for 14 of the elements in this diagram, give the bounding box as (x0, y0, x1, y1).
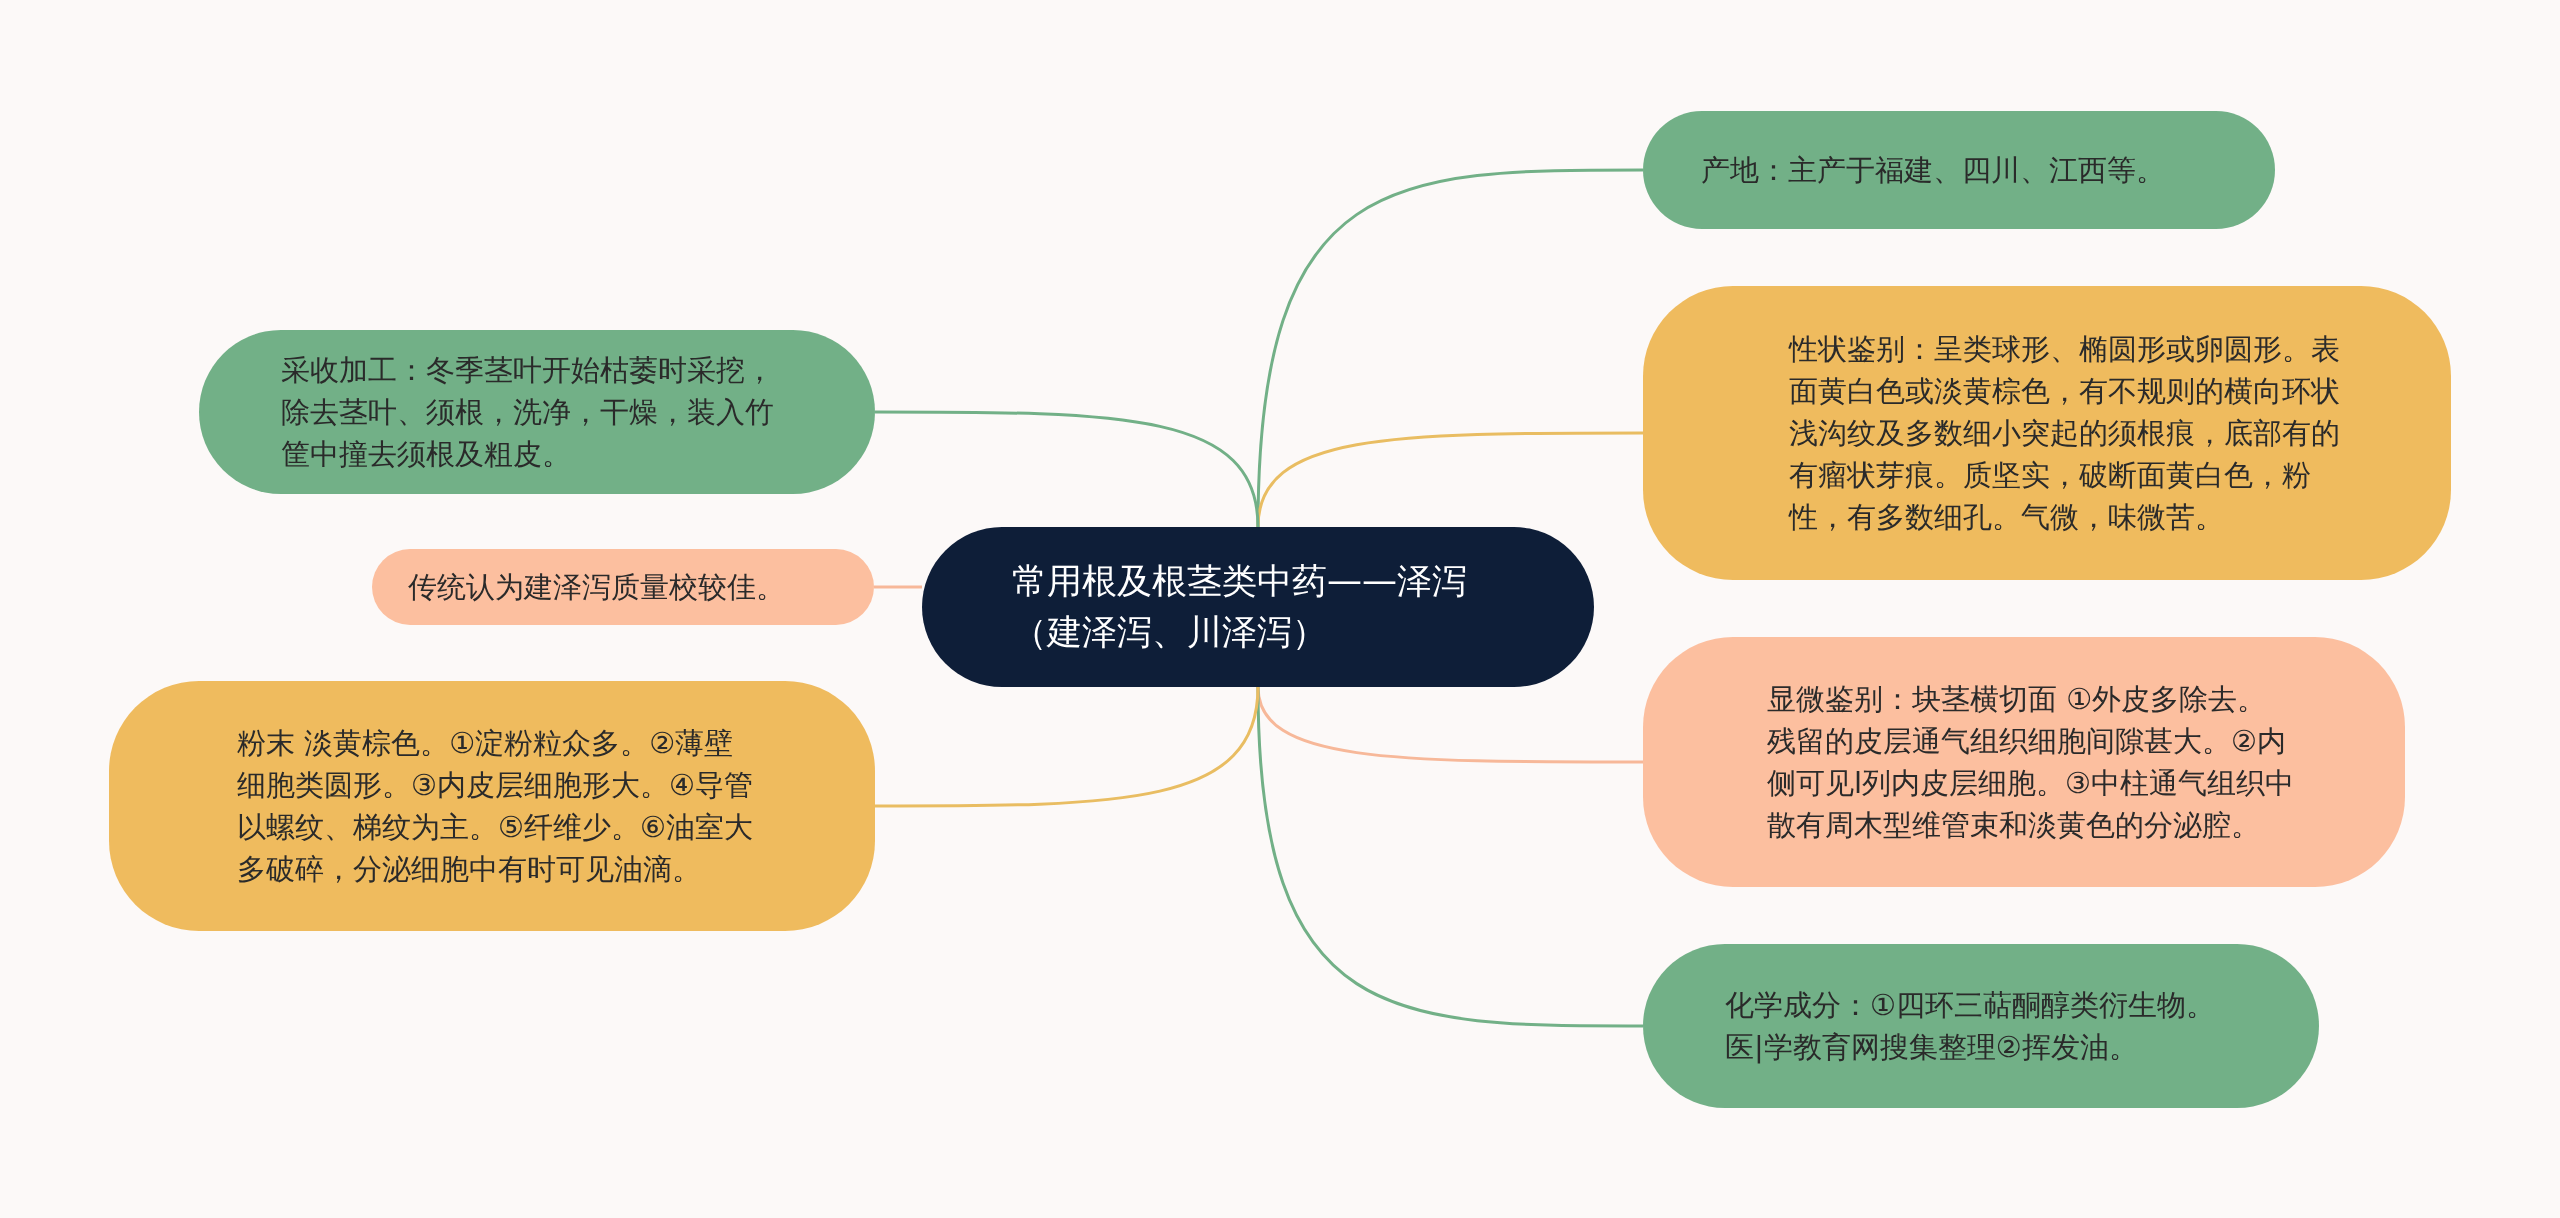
connector-line (874, 585, 922, 589)
topic-text: 传统认为建泽泻质量校较佳。 (408, 568, 786, 606)
connector-line (875, 686, 1260, 808)
connector-line (1256, 686, 1643, 1028)
topic-text: 化学成分：①四环三萜酮醇类衍生物。医|学教育网搜集整理②挥发油。 (1725, 986, 2216, 1066)
topic-text: 显微鉴别：块茎横切面 ①外皮多除去。残留的皮层通气组织细胞间隙甚大。②内侧可见l列内皮层细胞。③中柱通气组织中散有周木型维管束和淡黄色的分泌腔。 (1767, 680, 2295, 845)
topic-text: 性状鉴别：呈类球形、椭圆形或卵圆形。表面黄白色或淡黄棕色，有不规则的横向环状浅沟纹及多数细小突起的须根痕，底部有的有瘤状芽痕。质坚实，破断面黄白色，粉性，有多数细孔。气微，味微苦。 (1789, 330, 2341, 537)
topic-text: 粉末 淡黄棕色。①淀粉粒众多。②薄壁细胞类圆形。③内皮层细胞形大。④导管以螺纹、梯纹为主。⑤纤维少。⑥油室大多破碎，分泌细胞中有时可见油滴。 (237, 724, 754, 889)
topic-pill (1643, 286, 2451, 580)
topic-text: 产地：主产于福建、四川、江西等。 (1701, 151, 2166, 189)
connector-line (875, 410, 1260, 528)
topic-text: 常用根及根茎类中药——泽泻（建泽泻、川泽泻） (1012, 560, 1468, 654)
connector-line (1256, 431, 1643, 528)
topic-text: 采收加工：冬季茎叶开始枯萎时采挖，除去茎叶、须根，洗净，干燥，装入竹筐中撞去须根及粗皮。 (281, 351, 775, 473)
